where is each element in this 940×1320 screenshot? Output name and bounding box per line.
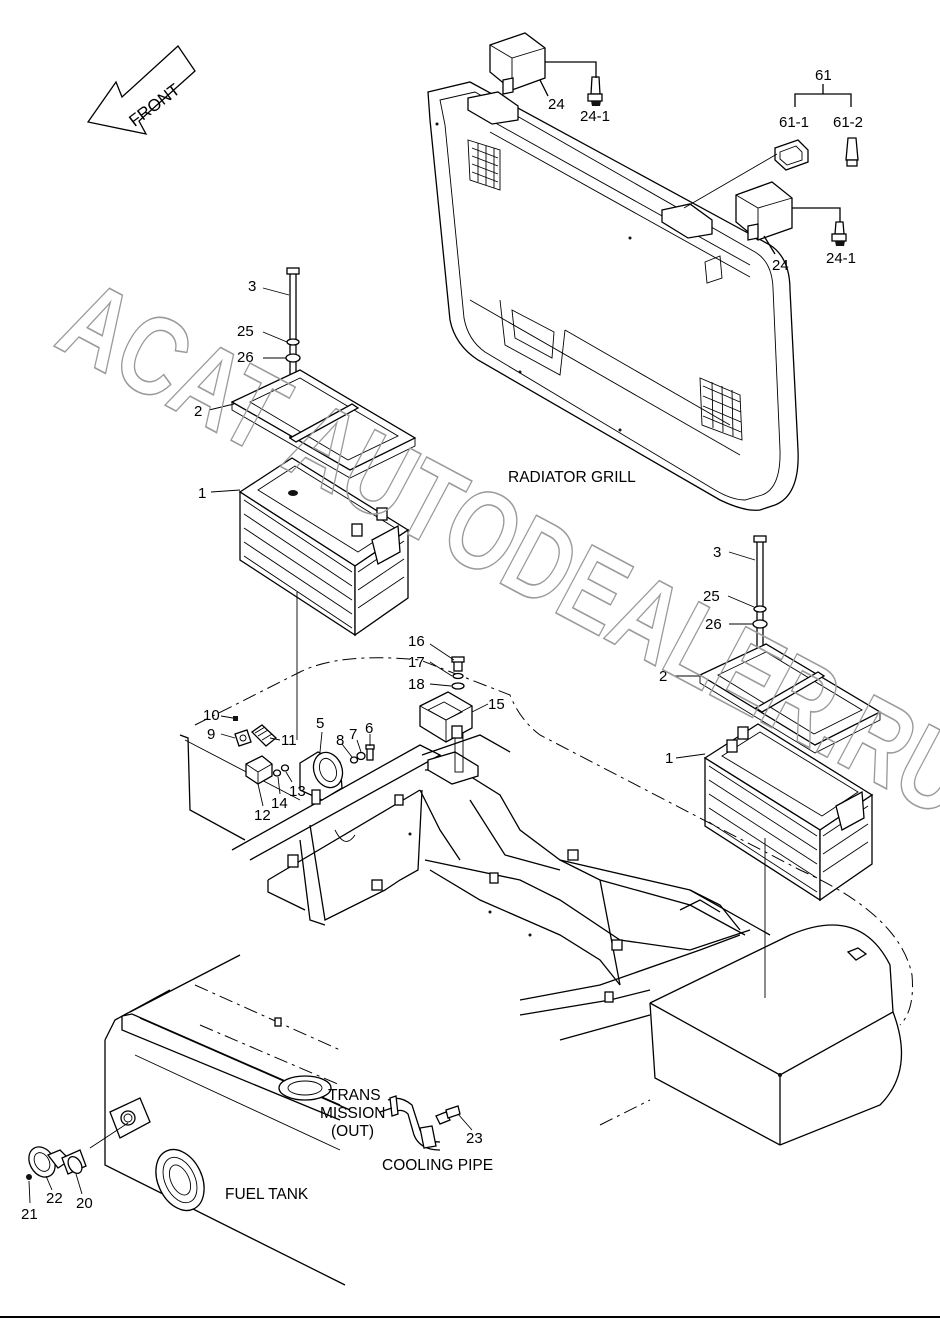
relay-washer-17: [452, 672, 464, 680]
callout-15: 15: [488, 696, 505, 713]
chassis-frame: [179, 657, 913, 1041]
callout-10: 10: [203, 707, 220, 724]
battery-washer-b: [753, 605, 767, 613]
battery-washer-a: [286, 338, 300, 346]
callout-13: 13: [289, 783, 306, 800]
callout-12: 12: [254, 807, 271, 824]
watermark: ACAT AUTODEALER.RU: [41, 256, 940, 841]
callout-8: 8: [336, 732, 344, 749]
callout-23: 23: [466, 1130, 483, 1147]
trans-caption-line2: MISSION: [320, 1105, 385, 1122]
switch-9: [234, 729, 252, 747]
trans-caption-line1: TRANS: [328, 1087, 381, 1104]
callout-14: 14: [271, 795, 288, 812]
screw-10: [233, 716, 238, 721]
leader-lines: [28, 287, 756, 1204]
callout-24-1-lower: 24-1: [826, 250, 856, 267]
fuel-tank-caption: FUEL TANK: [225, 1186, 309, 1203]
nut-7: [356, 751, 366, 761]
callout-18: 18: [408, 676, 425, 693]
callout-11: 11: [281, 732, 297, 749]
callout-24-1-upper: 24-1: [580, 108, 610, 125]
callout-1-b: 1: [665, 750, 673, 767]
callout-61: 61: [815, 67, 832, 84]
washer-13: [280, 764, 290, 772]
callout-labels: 24 24-1 61 61-1 61-2 24 24-1 3 25 26 2 1…: [21, 67, 863, 1223]
battery-a: [238, 457, 410, 637]
front-arrow: FRONT: [86, 45, 196, 135]
callout-20: 20: [76, 1195, 93, 1212]
callout-16: 16: [408, 633, 425, 650]
battery-relay-5: [299, 751, 344, 805]
cooling-pipe-caption: COOLING PIPE: [382, 1157, 493, 1174]
relay-nut-18: [451, 682, 465, 690]
radiator-grill: [427, 81, 799, 511]
fuel-filler-flange: [155, 1148, 205, 1212]
work-lamp-upper: [489, 32, 546, 95]
grill-mesh-lower: [699, 377, 743, 441]
trans-caption-line3: (OUT): [331, 1123, 374, 1140]
radiator-grill-caption: RADIATOR GRILL: [508, 469, 636, 486]
filler-strainer-20: [61, 1149, 87, 1175]
fuel-tank-top-flange: [278, 1075, 332, 1101]
nut-14: [272, 769, 282, 777]
work-lamp-lower: [735, 181, 793, 241]
callout-2-b: 2: [659, 668, 667, 685]
fuel-level-sender: [109, 1097, 151, 1139]
callout-7: 7: [349, 726, 357, 743]
callout-6: 6: [365, 720, 373, 737]
battery-hold-down-frame-a: [230, 369, 417, 479]
callout-9: 9: [207, 726, 215, 743]
callout-25-b: 25: [703, 588, 720, 605]
callout-24-upper: 24: [548, 96, 565, 113]
lamp-housing-61-1: [774, 139, 809, 171]
callout-61-1: 61-1: [779, 114, 809, 131]
fuel-tank: [104, 954, 351, 1286]
bolt-6: [365, 744, 375, 761]
battery-hold-down-frame-b: [698, 643, 882, 754]
callout-22: 22: [46, 1190, 63, 1207]
callout-5: 5: [316, 715, 324, 732]
fuse-holder-11: [250, 724, 277, 747]
lamp-bulb-61-2: [845, 137, 859, 167]
tool-box: [649, 924, 903, 1146]
callout-17: 17: [408, 654, 425, 671]
callout-3-b: 3: [713, 544, 721, 561]
callout-25-a: 25: [237, 323, 254, 340]
callout-3-a: 3: [248, 278, 256, 295]
relay-screw-16: [451, 656, 465, 672]
battery-b: [703, 723, 874, 902]
callout-21: 21: [21, 1206, 38, 1223]
grill-mesh-upper: [467, 139, 501, 191]
cooling-pipe: [387, 1095, 461, 1151]
lamp-bulb-upper: [587, 76, 603, 106]
callout-24-lower: 24: [772, 257, 789, 274]
washer-8: [349, 756, 359, 764]
lamp-bulb-lower: [831, 221, 847, 246]
front-arrow-label: FRONT: [125, 80, 183, 130]
callout-26-a: 26: [237, 349, 254, 366]
switch-12: [245, 755, 273, 785]
relay-15: [419, 691, 473, 743]
callout-1-a: 1: [198, 485, 206, 502]
callout-61-2: 61-2: [833, 114, 863, 131]
callout-26-b: 26: [705, 616, 722, 633]
screw-21: [26, 1174, 32, 1180]
callout-2-a: 2: [194, 403, 202, 420]
